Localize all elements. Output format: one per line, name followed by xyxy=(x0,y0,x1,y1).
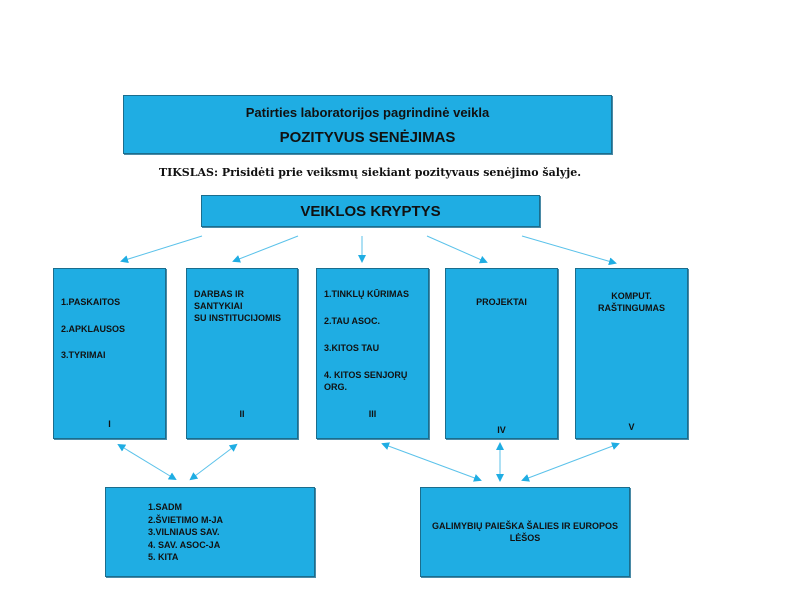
column-1-list: 1.PASKAITOS 2.APKLAUSOS 3.TYRIMAI xyxy=(61,289,125,369)
column-item: DARBAS IR xyxy=(194,289,245,299)
partner-item: 3.VILNIAUS SAV. xyxy=(148,527,220,537)
partner-item: 2.ŠVIETIMO M-JA xyxy=(148,514,224,525)
column-item: 1.PASKAITOS xyxy=(61,297,121,307)
column-item: RAŠTINGUMAS xyxy=(598,303,665,313)
column-item: 3.TYRIMAI xyxy=(61,350,106,360)
column-numeral: I xyxy=(108,419,111,429)
arrow-col1-partners xyxy=(117,443,177,481)
funding-line: LĖŠOS xyxy=(509,533,541,543)
partners-box: 1.SADM 2.ŠVIETIMO M-JA 3.VILNIAUS SAV. 4… xyxy=(105,487,315,577)
column-numeral: III xyxy=(368,409,377,419)
column-item: KOMPUT. xyxy=(611,291,652,301)
header-box: Patirties laboratorijos pagrindinė veikl… xyxy=(123,95,612,154)
column-item: SANTYKIAI xyxy=(194,301,243,311)
header-subtitle: Patirties laboratorijos pagrindinė veikl… xyxy=(245,105,490,120)
column-item: PROJEKTAI xyxy=(476,297,527,307)
partner-item: 1.SADM xyxy=(148,502,183,512)
partner-item: 4. SAV. ASOC-JA xyxy=(148,539,221,550)
funding-box: GALIMYBIŲ PAIEŠKA ŠALIES IR EUROPOS LĖŠO… xyxy=(420,487,630,577)
directions-box: VEIKLOS KRYPTYS xyxy=(201,195,540,227)
direction-column-4: PROJEKTAI IV xyxy=(445,268,558,439)
arrow-to-col-2 xyxy=(232,235,299,263)
column-item: 2.TAU ASOC. xyxy=(324,316,381,326)
goal-statement: TIKSLAS: Prisidėti prie veiksmų siekiant… xyxy=(158,166,582,179)
funding-text: GALIMYBIŲ PAIEŠKA ŠALIES IR EUROPOS LĖŠO… xyxy=(421,520,629,544)
funding-line: GALIMYBIŲ PAIEŠKA ŠALIES IR EUROPOS xyxy=(431,521,619,531)
column-3-list: 1.TINKLŲ KŪRIMAS 2.TAU ASOC. 3.KITOS TAU… xyxy=(324,288,409,393)
column-item: 1.TINKLŲ KŪRIMAS xyxy=(324,289,409,299)
direction-column-1: 1.PASKAITOS 2.APKLAUSOS 3.TYRIMAI I xyxy=(53,268,166,439)
column-item: 3.KITOS TAU xyxy=(324,343,380,353)
direction-column-2: DARBAS IR SANTYKIAI SU INSTITUCIJOMIS II xyxy=(186,268,298,439)
column-numeral: V xyxy=(628,422,635,432)
column-item: 2.APKLAUSOS xyxy=(61,323,126,334)
column-item: ORG. xyxy=(324,382,348,392)
directions-title: VEIKLOS KRYPTYS xyxy=(300,203,441,220)
arrow-to-col-5 xyxy=(521,235,617,266)
column-5-list: KOMPUT. RAŠTINGUMAS xyxy=(576,290,687,314)
header-title: POZITYVUS SENĖJIMAS xyxy=(279,129,456,146)
column-item: SU INSTITUCIJOMIS xyxy=(194,313,282,323)
arrow-col5-funding xyxy=(521,442,620,482)
direction-column-5: KOMPUT. RAŠTINGUMAS V xyxy=(575,268,688,439)
column-numeral: IV xyxy=(497,425,506,435)
arrow-col2-partners xyxy=(189,443,238,481)
arrow-to-col-4 xyxy=(426,235,488,264)
column-numeral: II xyxy=(239,409,245,419)
arrow-to-col-1 xyxy=(120,235,203,264)
partners-list: 1.SADM 2.ŠVIETIMO M-JA 3.VILNIAUS SAV. 4… xyxy=(148,501,223,564)
column-2-list: DARBAS IR SANTYKIAI SU INSTITUCIJOMIS xyxy=(194,288,281,324)
direction-column-3: 1.TINKLŲ KŪRIMAS 2.TAU ASOC. 3.KITOS TAU… xyxy=(316,268,429,439)
column-4-list: PROJEKTAI xyxy=(446,296,557,308)
partner-item: 5. KITA xyxy=(148,552,179,562)
arrow-col3-funding xyxy=(381,442,482,482)
column-item: 4. KITOS SENJORŲ xyxy=(324,370,408,380)
